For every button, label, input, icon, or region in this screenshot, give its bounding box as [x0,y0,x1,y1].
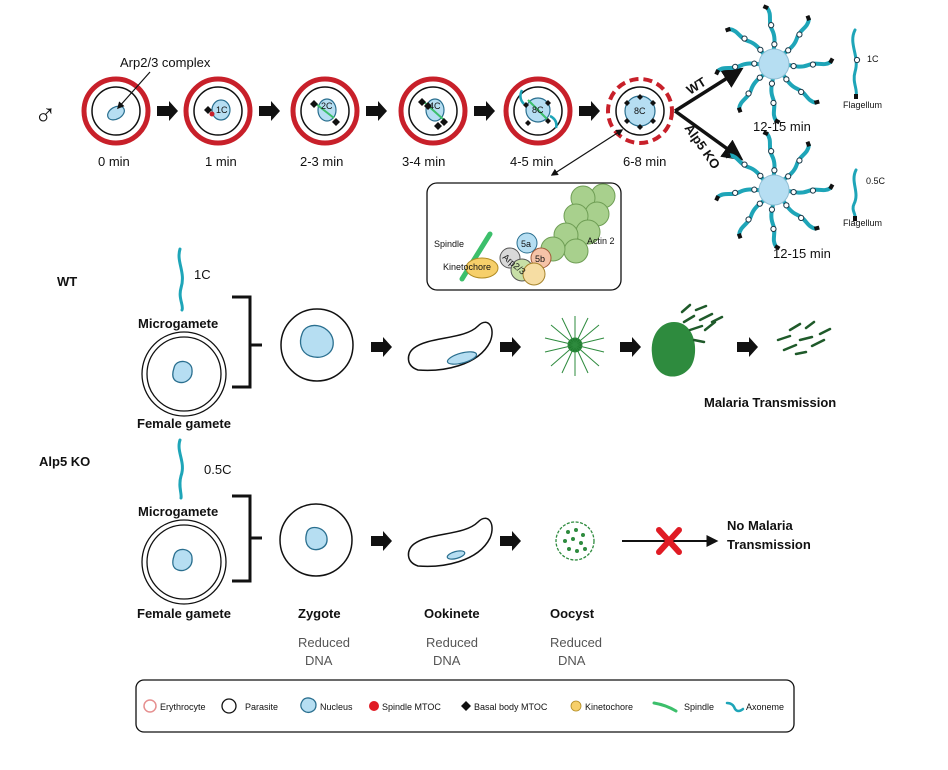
legend [135,679,795,733]
wt-microgamete-flagellum [177,247,184,312]
wt-female-gamete-label: Female gamete [137,416,231,431]
legend-basal-body-mtoc: Basal body MTOC [474,702,548,712]
wt-exflagellating-cell [712,2,837,127]
inset-spindle-label: Spindle [434,239,464,249]
wt-female-gamete [141,331,227,417]
legend-spindle-mtoc: Spindle MTOC [382,702,441,712]
inset-kinetochore-label: Kinetochore [443,262,491,272]
wt-outcome-label: Malaria Transmission [704,395,836,410]
male-symbol: ♂ [34,98,57,131]
ookinete-reduced-line2: DNA [433,653,461,668]
ko-exflagellating-cell [712,128,837,253]
wt-ookinete [407,321,493,372]
oocyst-reduced-line1: Reduced [550,635,602,650]
ko-outcome-line2: Transmission [727,537,811,552]
wt-flagellum-label: Flagellum [843,100,882,110]
ko-flagellum [851,168,858,221]
wt-oocyst [544,316,605,376]
ko-female-gamete [141,519,227,605]
wt-microgamete-dna: 1C [194,267,211,282]
ko-microgamete-dna: 0.5C [204,462,231,477]
blocked-cross-icon [656,527,682,555]
ko-genotype-label: Alp5 KO [39,454,90,469]
ko-microgamete-label: Microgamete [138,504,218,519]
ko-female-gamete-label: Female gamete [137,606,231,621]
wt-sporozoites [776,320,832,356]
ko-ookinete [407,517,493,568]
wt-zygote [280,308,354,382]
arp23-pointer [117,71,151,110]
legend-parasite: Parasite [245,702,278,712]
stage-dna-5: 8C [634,106,646,116]
stage-0 [81,76,151,146]
wt-bracket [232,295,262,389]
stage-time-2: 2-3 min [300,154,343,169]
legend-nucleus: Nucleus [320,702,353,712]
arp23-label: Arp2/3 complex [120,55,211,70]
wt-flagellum-dna: 1C [867,54,879,64]
zygote-reduced-line1: Reduced [298,635,350,650]
stage-1: 1C [183,76,253,146]
stage-2: 2C [290,76,360,146]
ko-microgamete-flagellum [177,438,184,500]
stage-time-3: 3-4 min [402,154,445,169]
wt-flagellum [851,28,861,99]
stage-dna-1: 1C [216,105,228,115]
ko-time-label: 12-15 min [773,246,831,261]
ko-row-arrows [371,531,521,551]
branch-arrows [673,67,744,161]
legend-axoneme: Axoneme [746,702,784,712]
ko-outcome-line1: No Malaria [727,518,794,533]
ookinete-reduced-line1: Reduced [426,635,478,650]
inset-pointer [550,129,624,176]
wt-genotype-label: WT [57,274,77,289]
wt-row-arrows [371,337,758,357]
legend-erythrocyte: Erythrocyte [160,702,206,712]
ko-oocyst [555,521,595,561]
legend-spindle: Spindle [684,702,714,712]
wt-sporozoite-release [651,303,724,377]
stage-time-1: 1 min [205,154,237,169]
stage-5: 8C [606,77,674,145]
ko-oocyst-label: Oocyst [550,606,595,621]
stage-time-5: 6-8 min [623,154,666,169]
ko-flagellum-dna: 0.5C [866,176,886,186]
inset-actin-label: Actin 2 [587,236,615,246]
inset-box: Arp2/3 [426,182,622,291]
zygote-reduced-line2: DNA [305,653,333,668]
inset-alp5a-label: 5a [521,239,531,249]
stage-dna-2: 2C [321,101,333,111]
wt-time-label: 12-15 min [753,119,811,134]
wt-microgamete-label: Microgamete [138,316,218,331]
stage-arrows [157,101,600,121]
stage-dna-3: 4C [429,101,441,111]
stage-time-0: 0 min [98,154,130,169]
legend-kinetochore: Kinetochore [585,702,633,712]
ko-flagellum-label: Flagellum [843,218,882,228]
stage-4: 8C [503,76,573,146]
inset-alp5b-label: 5b [535,254,545,264]
ko-zygote-label: Zygote [298,606,341,621]
ko-bracket [232,494,262,583]
oocyst-reduced-line2: DNA [558,653,586,668]
stage-time-4: 4-5 min [510,154,553,169]
ko-ookinete-label: Ookinete [424,606,480,621]
stage-3: 4C [398,76,468,146]
ko-zygote [279,503,353,577]
stage-dna-4: 8C [532,105,544,115]
